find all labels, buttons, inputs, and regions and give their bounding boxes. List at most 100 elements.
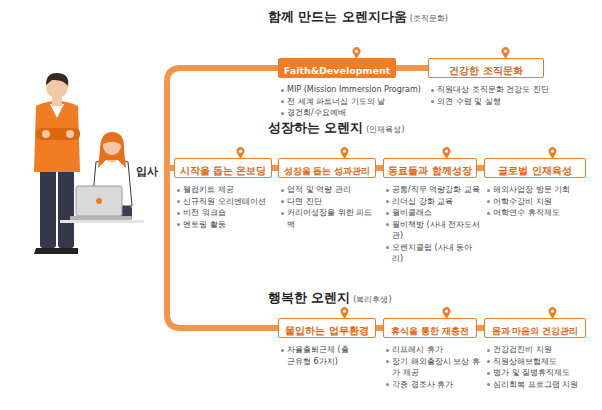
pin-shape bbox=[341, 307, 349, 319]
section-subtitle: (조직문화) bbox=[410, 14, 448, 23]
box-title: 몸과 마음의 건강관리 bbox=[492, 323, 579, 340]
illustration-shape bbox=[40, 168, 56, 248]
bullet-item: 오렌지클럽 (사내 동아리) bbox=[385, 242, 483, 265]
illustration-shape bbox=[54, 248, 78, 254]
track-connector bbox=[477, 165, 484, 171]
location-pin bbox=[340, 307, 349, 319]
track-stub bbox=[164, 165, 174, 171]
section-title: 함께 만드는 오렌지다움 bbox=[268, 9, 407, 24]
pin-shape bbox=[443, 307, 451, 319]
pin-dot bbox=[445, 310, 448, 313]
pin-dot bbox=[551, 150, 554, 153]
process-box: Faith&Development bbox=[278, 58, 396, 78]
location-pin bbox=[548, 147, 557, 159]
location-pin bbox=[442, 307, 451, 319]
box-title: 글로벌 인재육성 bbox=[498, 162, 571, 179]
bullet-item: 직원대상 조직문화 건강도 진단 bbox=[430, 84, 580, 96]
pin-dot bbox=[343, 150, 346, 153]
illustration-shape bbox=[66, 130, 74, 138]
label-group: 행복한 오렌지(복리후생) bbox=[268, 287, 568, 307]
bullet-item: 심리회복 프로그램 지원 bbox=[486, 379, 596, 391]
bullet-item: 어학연수 휴직제도 bbox=[486, 207, 596, 219]
section-title: 행복한 오렌지 bbox=[268, 290, 350, 305]
process-box: 휴식을 통한 재충전 bbox=[383, 318, 477, 338]
pin-shape bbox=[341, 147, 349, 159]
bullet-item: MIP (Mission Immersion Program) bbox=[280, 84, 426, 96]
pin-dot bbox=[445, 150, 448, 153]
bullet-item: 각종 경조사 휴가 bbox=[385, 379, 481, 391]
track-trunk bbox=[167, 68, 280, 328]
bullet-item: 신규직원 오리엔테이션 bbox=[176, 196, 274, 208]
illustration-shape bbox=[36, 128, 80, 140]
illustration-shape bbox=[46, 73, 68, 86]
pin-dot bbox=[239, 150, 242, 153]
track-connector bbox=[477, 325, 484, 331]
illustration-shape bbox=[76, 186, 122, 216]
process-box: 글로벌 인재육성 bbox=[484, 158, 586, 178]
location-pin bbox=[340, 147, 349, 159]
bullet-list: 웰컴키트 제공신규직원 오리엔테이션비전 워크숍멘토링 활동 bbox=[176, 184, 274, 230]
pin-shape bbox=[549, 307, 557, 319]
track-connector bbox=[396, 65, 428, 71]
pin-dot bbox=[355, 50, 358, 53]
pin-dot bbox=[343, 310, 346, 313]
pin-dot bbox=[504, 50, 507, 53]
process-box: 건강한 조직문화 bbox=[428, 58, 544, 78]
box-title: Faith&Development bbox=[284, 62, 390, 79]
bullet-item: 건강검진비 지원 bbox=[486, 344, 596, 356]
box-title: 성장을 돕는 성과관리 bbox=[284, 163, 371, 180]
bullet-list: MIP (Mission Immersion Program)전 세계 파트너십… bbox=[280, 84, 426, 119]
bullet-item: 자율출퇴근제 (출근유형 6가지) bbox=[280, 344, 352, 367]
illustration-shape bbox=[70, 216, 132, 220]
bullet-item: 업적 및 역량 관리 bbox=[280, 184, 380, 196]
location-pin bbox=[548, 307, 557, 319]
label-group: 입사 bbox=[136, 160, 162, 179]
illustration-shape bbox=[34, 101, 80, 172]
bullet-item: 비전 워크숍 bbox=[176, 207, 274, 219]
bullet-item: 커리어성장을 위한 피드백 bbox=[280, 207, 380, 230]
pin-shape bbox=[237, 147, 245, 159]
track-connector bbox=[376, 325, 383, 331]
label-group: 성장하는 오렌지(인재육성) bbox=[268, 117, 568, 137]
pin-dot bbox=[551, 310, 554, 313]
location-pin bbox=[501, 47, 510, 59]
illustration-shape bbox=[60, 220, 144, 223]
illustration-shape bbox=[103, 135, 121, 145]
laptop-icon bbox=[60, 186, 144, 223]
illustration-shape bbox=[98, 132, 126, 168]
bullet-list: 리프레시 휴가장기 해외출장시 보상 휴가 제공각종 경조사 휴가 bbox=[385, 344, 481, 390]
start-label: 입사 bbox=[136, 165, 158, 177]
bullet-item: 월비클래스 bbox=[385, 207, 483, 219]
track-connector bbox=[376, 165, 383, 171]
illustration-shape bbox=[50, 104, 64, 118]
process-box: 몸과 마음의 건강관리 bbox=[484, 318, 586, 338]
location-pin bbox=[352, 47, 361, 59]
process-box: 시작을 돕는 온보딩 bbox=[174, 158, 272, 178]
box-title: 건강한 조직문화 bbox=[449, 62, 522, 79]
label-group: 함께 만드는 오렌지다움(조직문화) bbox=[268, 6, 568, 26]
illustration-shape bbox=[96, 198, 102, 204]
bullet-item: 월비책방 (사내 전자도서관) bbox=[385, 219, 483, 242]
illustration-shape bbox=[58, 168, 74, 248]
bullet-item: 해외사업장 방문 기회 bbox=[486, 184, 596, 196]
bullet-list: 자율출퇴근제 (출근유형 6가지) bbox=[280, 344, 352, 367]
bullet-item: 전 세계 파트너십 기도의 날 bbox=[280, 96, 426, 108]
bullet-item: 어학수강비 지원 bbox=[486, 196, 596, 208]
location-pin bbox=[442, 147, 451, 159]
box-title: 몰입하는 업무환경 bbox=[285, 322, 368, 339]
section-subtitle: (복리후생) bbox=[353, 295, 391, 304]
box-title: 동료들과 함께성장 bbox=[388, 162, 471, 179]
bullet-list: 건강검진비 지원직원상해보험제도병가 및 질병휴직제도심리회복 프로그램 지원 bbox=[486, 344, 596, 390]
bullet-item: 리더십 강화 교육 bbox=[385, 196, 483, 208]
bullet-item: 장기 해외출장시 보상 휴가 제공 bbox=[385, 356, 481, 379]
box-title: 휴식을 통한 재충전 bbox=[391, 323, 469, 340]
bullet-list: 해외사업장 방문 기회어학수강비 지원어학연수 휴직제도 bbox=[486, 184, 596, 219]
bullet-list: 공통/직무 역량강화 교육리더십 강화 교육월비클래스월비책방 (사내 전자도서… bbox=[385, 184, 483, 265]
process-box: 동료들과 함께성장 bbox=[383, 158, 477, 178]
bullet-item: 멘토링 활동 bbox=[176, 219, 274, 231]
bullet-item: 리프레시 휴가 bbox=[385, 344, 481, 356]
man-figure bbox=[34, 73, 80, 254]
pin-shape bbox=[549, 147, 557, 159]
section-subtitle: (인재육성) bbox=[366, 125, 404, 134]
